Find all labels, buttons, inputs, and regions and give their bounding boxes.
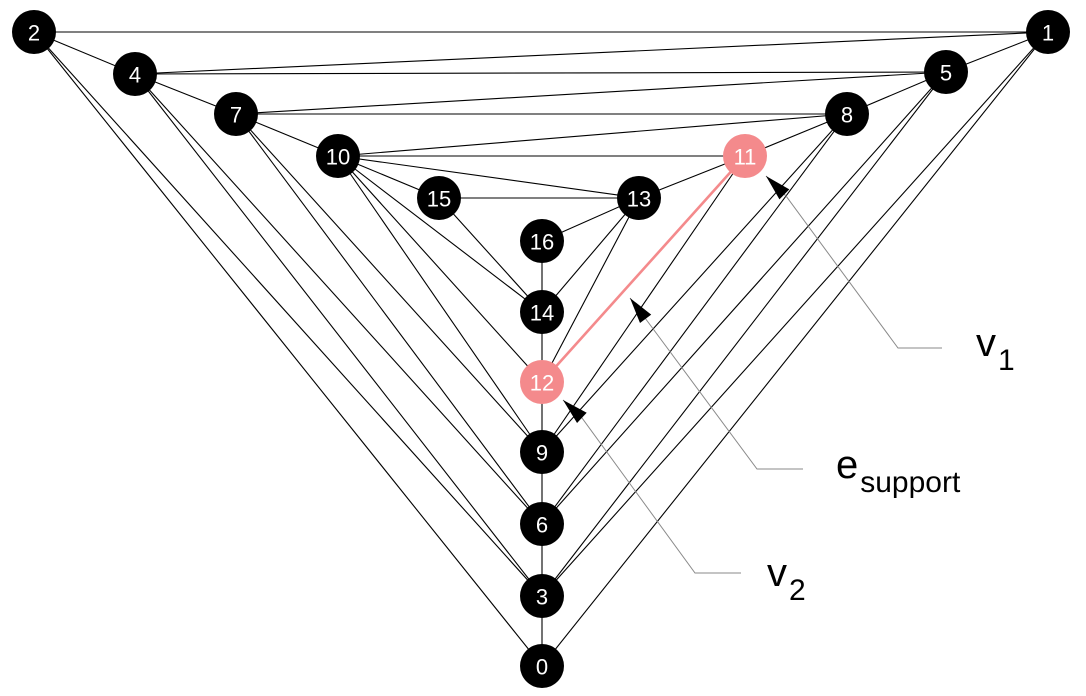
node-1-label: 1 [1042,21,1054,46]
callout-esupport-subscript: support [860,466,961,499]
node-2: 2 [12,10,56,54]
edge-4-5 [134,71,947,75]
node-16-label: 16 [530,230,554,255]
edge-13-12 [541,197,640,383]
node-3-circle [520,574,564,618]
node-16: 16 [520,219,564,263]
node-7: 7 [214,92,258,136]
callout-esupport-main: e [836,443,858,487]
edge-8-6 [541,113,848,525]
callout-v1-main: v [976,321,996,365]
node-15-circle [417,176,461,220]
node-12-label: 12 [530,371,554,396]
callout-esupport-leader [629,297,803,470]
node-14-circle [520,290,564,334]
callout-label-layer: v1 esupport v2 [767,321,1015,607]
node-9-label: 9 [536,441,548,466]
node-8-circle [825,92,869,136]
node-13-label: 13 [627,187,651,212]
callout-v1-label: v1 [976,321,1015,377]
node-1-circle [1026,10,1070,54]
node-12: 12 [520,360,564,404]
edge-10-8 [337,113,848,157]
node-0-label: 0 [536,655,548,680]
node-14-label: 14 [530,301,554,326]
edge-2-3 [33,31,543,597]
edge-5-6 [541,71,947,525]
edge-15-14 [438,197,543,313]
node-6: 6 [520,502,564,546]
edge-4-6 [134,73,543,525]
node-15-label: 15 [427,187,451,212]
callout-v2-label: v2 [767,551,806,607]
node-8-label: 8 [841,103,853,128]
node-14: 14 [520,290,564,334]
node-1: 1 [1026,10,1070,54]
callout-v2-arrowhead [563,400,587,423]
node-0: 0 [520,644,564,688]
node-2-circle [12,10,56,54]
edge-10-12 [337,155,543,383]
callout-v2-leader [562,399,741,574]
node-11-label: 11 [734,145,757,170]
edge-support-11-12 [541,155,746,383]
callout-v1-leader [765,175,942,349]
edge-13-14 [541,197,640,313]
node-13-circle [617,176,661,220]
node-2-label: 2 [28,21,40,46]
node-4: 4 [113,52,157,96]
node-16-circle [520,219,564,263]
node-11: 11 [723,134,767,178]
node-12-circle [520,360,564,404]
node-7-label: 7 [230,103,242,128]
edge-10-14 [337,155,543,313]
node-3: 3 [520,574,564,618]
callout-v1-arrowhead [766,176,790,200]
edge-layer [33,31,1049,667]
node-10-circle [316,134,360,178]
node-3-label: 3 [536,585,548,610]
edge-1-3 [541,31,1049,597]
node-13: 13 [617,176,661,220]
callout-esupport-arrowhead [630,298,652,323]
edge-4-3 [134,73,543,597]
edge-10-13 [337,155,640,199]
edge-7-6 [235,113,543,525]
callout-esupport-label: esupport [836,443,961,499]
edge-2-0 [33,31,543,667]
node-10: 10 [316,134,360,178]
edge-8-9 [541,113,848,453]
callout-v2-main: v [767,551,787,595]
node-8: 8 [825,92,869,136]
edge-5-3 [541,71,947,597]
node-4-circle [113,52,157,96]
node-5: 5 [924,50,968,94]
node-4-label: 4 [129,63,141,88]
node-7-circle [214,92,258,136]
node-5-label: 5 [940,61,952,86]
edge-7-9 [235,113,543,453]
callout-v2-subscript: 2 [789,574,806,607]
edge-7-5 [235,71,947,115]
node-6-label: 6 [536,513,548,538]
callout-leader-layer [562,175,942,574]
edge-11-9 [541,155,746,453]
edge-4-1 [134,31,1049,75]
node-10-label: 10 [326,145,350,170]
node-6-circle [520,502,564,546]
edge-1-0 [541,31,1049,667]
node-11-circle [723,134,767,178]
node-5-circle [924,50,968,94]
callout-v1-subscript: 1 [998,344,1015,377]
node-0-circle [520,644,564,688]
node-15: 15 [417,176,461,220]
node-9-circle [520,430,564,474]
node-9: 9 [520,430,564,474]
edge-10-9 [337,155,543,453]
